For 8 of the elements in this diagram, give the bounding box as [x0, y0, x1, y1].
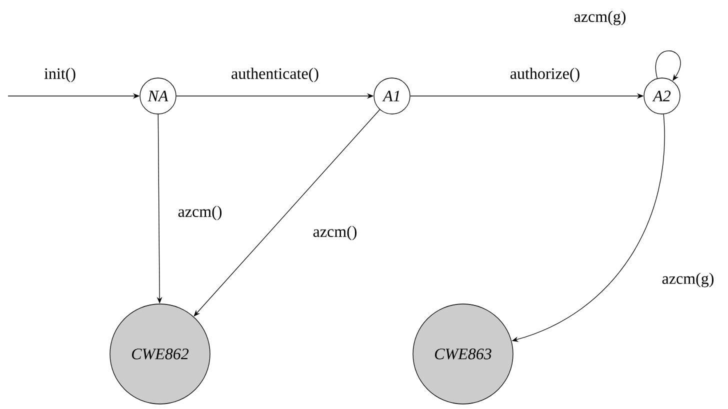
edge-label: init(): [42, 66, 78, 84]
arrow: [655, 50, 681, 81]
edge-label: azcm(): [311, 224, 359, 242]
edge-label: azcm(g): [660, 271, 716, 289]
edge-label: azcm(g): [572, 9, 628, 27]
edge-label: authenticate(): [230, 66, 320, 84]
edge-label: azcm(): [176, 204, 224, 222]
edge-label: authorize(): [508, 66, 582, 84]
